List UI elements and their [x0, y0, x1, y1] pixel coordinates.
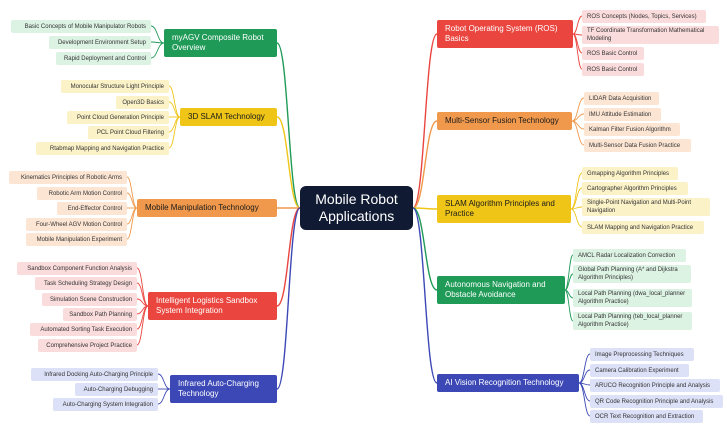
edge-slamalg-4 [570, 208, 583, 228]
leaf-autonav-2[interactable]: Global Path Planning (A* and Dijkstra Al… [573, 265, 691, 283]
leaf-logistics-6[interactable]: Comprehensive Project Practice [38, 339, 137, 352]
leaf-logistics-5[interactable]: Automated Sorting Task Execution [30, 323, 137, 336]
leaf-myagv-1[interactable]: Basic Concepts of Mobile Manipulator Rob… [11, 20, 151, 33]
leaf-vision-2[interactable]: Camera Calibration Experiment [590, 364, 689, 377]
edge-infrared-3 [157, 388, 171, 405]
center-node[interactable]: Mobile Robot Applications [300, 186, 413, 230]
edge-autonav-2 [564, 273, 574, 291]
leaf-3dslam-3[interactable]: Point Cloud Generation Principle [67, 111, 169, 124]
edge-center-vision [412, 207, 438, 384]
leaf-ros-3[interactable]: ROS Basic Control [582, 47, 644, 60]
leaf-manip-3[interactable]: End-Effector Control [57, 202, 127, 215]
leaf-autonav-4[interactable]: Local Path Planning (teb_local_planner A… [573, 312, 692, 330]
branch-mobile-manipulation[interactable]: Mobile Manipulation Technology [137, 199, 277, 217]
edge-slamalg-2 [570, 187, 583, 210]
leaf-logistics-1[interactable]: Sandbox Component Function Analysis [17, 262, 137, 275]
leaf-infrared-3[interactable]: Auto-Charging System Integration [53, 398, 158, 411]
leaf-vision-4[interactable]: QR Code Recognition Principle and Analys… [590, 395, 723, 408]
branch-3d-slam[interactable]: 3D SLAM Technology [180, 108, 277, 126]
edge-slamalg-1 [570, 172, 583, 210]
leaf-ros-2[interactable]: TF Coordinate Transformation Mathematica… [582, 26, 719, 44]
edge-center-logistics [276, 207, 301, 307]
edge-center-slam-algorithm [412, 207, 438, 210]
leaf-logistics-2[interactable]: Task Scheduling Strategy Design [35, 277, 137, 290]
branch-sensor-fusion[interactable]: Multi-Sensor Fusion Technology [437, 112, 572, 130]
edge-3dslam-1 [168, 85, 181, 118]
edge-myagv-1 [150, 25, 165, 44]
leaf-logistics-4[interactable]: Sandbox Path Planning [63, 308, 137, 321]
leaf-ros-4[interactable]: ROS Basic Control [582, 63, 644, 76]
edge-autonav-1 [564, 254, 574, 291]
branch-ai-vision[interactable]: AI Vision Recognition Technology [437, 374, 579, 392]
edge-3dslam-5 [168, 116, 181, 149]
leaf-fusion-4[interactable]: Multi-Sensor Data Fusion Practice [584, 139, 691, 152]
leaf-vision-3[interactable]: ARUCO Recognition Principle and Analysis [590, 379, 720, 392]
edge-fusion-1 [571, 97, 585, 122]
edge-ros-1 [572, 15, 583, 35]
leaf-3dslam-1[interactable]: Monocular Structure Light Principle [61, 80, 169, 93]
edge-ros-4 [572, 33, 583, 70]
edge-center-fusion [412, 120, 438, 209]
leaf-vision-5[interactable]: OCR Text Recognition and Extraction [590, 410, 703, 423]
edge-vision-5 [578, 382, 591, 417]
edge-center-myagv [276, 42, 301, 209]
leaf-autonav-1[interactable]: AMCL Radar Localization Correction [573, 249, 686, 262]
leaf-slamalg-3[interactable]: Single-Point Navigation and Multi-Point … [582, 198, 710, 216]
leaf-3dslam-4[interactable]: PCL Point Cloud Filtering [88, 126, 169, 139]
leaf-fusion-3[interactable]: Kalman Filter Fusion Algorithm [584, 123, 680, 136]
edge-center-navigation [412, 207, 438, 291]
edge-myagv-3 [150, 42, 165, 59]
leaf-myagv-2[interactable]: Development Environment Setup [49, 36, 151, 49]
leaf-fusion-1[interactable]: LIDAR Data Acquisition [584, 92, 659, 105]
edge-fusion-4 [571, 120, 585, 146]
leaf-slamalg-2[interactable]: Cartographer Algorithm Principles [582, 182, 688, 195]
branch-logistics-sandbox[interactable]: Intelligent Logistics Sandbox System Int… [148, 292, 277, 320]
edge-logistics-2 [136, 282, 149, 307]
branch-myagv[interactable]: myAGV Composite Robot Overview [164, 29, 277, 57]
edge-center-infrared [276, 207, 301, 390]
branch-slam-algorithm[interactable]: SLAM Algorithm Principles and Practice [437, 195, 571, 223]
leaf-3dslam-5[interactable]: Rtabmap Mapping and Navigation Practice [36, 142, 169, 155]
edge-3dslam-2 [168, 101, 181, 118]
edge-manip-1 [126, 176, 138, 209]
leaf-autonav-3[interactable]: Local Path Planning (dwa_local_planner A… [573, 289, 692, 307]
leaf-3dslam-2[interactable]: Open3D Basics [116, 96, 169, 109]
leaf-slamalg-1[interactable]: Gmapping Algorithm Principles [582, 167, 678, 180]
edge-center-3d-slam [276, 116, 301, 209]
leaf-manip-2[interactable]: Robotic Arm Motion Control [37, 187, 127, 200]
leaf-vision-1[interactable]: Image Preprocessing Techniques [590, 348, 694, 361]
leaf-manip-1[interactable]: Kinematics Principles of Robotic Arms [9, 171, 127, 184]
leaf-fusion-2[interactable]: IMU Attitude Estimation [584, 108, 661, 121]
branch-ros-basics[interactable]: Robot Operating System (ROS) Basics [437, 20, 573, 48]
leaf-logistics-3[interactable]: Simulation Scene Construction [42, 293, 137, 306]
edge-manip-5 [126, 207, 138, 240]
edge-center-ros [412, 33, 438, 209]
edge-logistics-6 [136, 305, 149, 346]
leaf-manip-5[interactable]: Mobile Manipulation Experiment [26, 233, 127, 246]
edge-autonav-4 [564, 289, 574, 322]
edge-infrared-1 [157, 373, 171, 390]
leaf-myagv-3[interactable]: Rapid Deployment and Control [56, 52, 151, 65]
leaf-manip-4[interactable]: Four-Wheel AGV Motion Control [26, 218, 127, 231]
leaf-ros-1[interactable]: ROS Concepts (Nodes, Topics, Services) [582, 10, 706, 23]
edge-logistics-1 [136, 267, 149, 307]
leaf-infrared-2[interactable]: Auto-Charging Debugging [75, 383, 158, 396]
branch-autonomous-navigation[interactable]: Autonomous Navigation and Obstacle Avoid… [437, 276, 565, 304]
edge-3dslam-4 [168, 116, 181, 133]
branch-infrared-charging[interactable]: Infrared Auto-Charging Technology [170, 375, 277, 403]
leaf-infrared-1[interactable]: Infrared Docking Auto-Charging Principle [31, 368, 158, 381]
edge-vision-1 [578, 353, 591, 384]
leaf-slamalg-4[interactable]: SLAM Mapping and Navigation Practice [582, 221, 704, 234]
